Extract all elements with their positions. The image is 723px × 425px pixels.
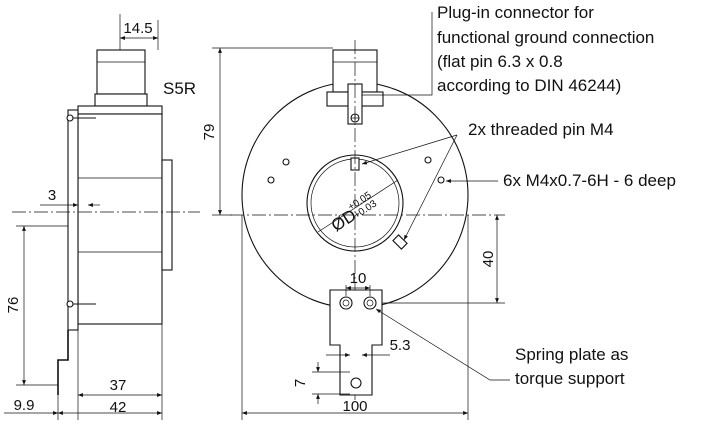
dim-7-label: 7 <box>292 379 309 387</box>
dim-10: 10 <box>345 270 371 296</box>
dim-37-label: 37 <box>110 377 127 394</box>
dim-3: 3 <box>40 187 100 207</box>
dim-42-label: 42 <box>110 399 127 416</box>
dim-5-3: 5.3 <box>326 337 411 357</box>
mounting-holes <box>267 156 445 184</box>
dim-5-3-label: 5.3 <box>390 337 411 354</box>
connector-type-label: S5R <box>163 79 196 98</box>
side-body <box>57 109 173 395</box>
dim-76: 76 <box>5 225 68 386</box>
callout-spring-line-2: torque support <box>515 369 625 388</box>
dim-100-label: 100 <box>342 398 367 415</box>
callout-connector-line-4: according to DIN 46244) <box>437 76 621 95</box>
dim-14-5: 14.5 <box>119 14 159 50</box>
dim-3-label: 3 <box>48 187 56 204</box>
dim-9-9-label: 9.9 <box>14 397 35 414</box>
threaded-pin-lower <box>392 234 408 250</box>
callout-connector-line-1: Plug-in connector for <box>437 3 594 22</box>
dim-40: 40 <box>382 215 505 304</box>
dim-14-5-label: 14.5 <box>123 20 152 37</box>
callout-connector-line-2: functional ground connection <box>437 28 654 47</box>
callout-spring-line-1: Spring plate as <box>515 345 628 364</box>
dim-10-label: 10 <box>350 270 367 287</box>
dim-79-label: 79 <box>201 124 218 141</box>
dim-100: 100 <box>241 215 469 420</box>
callout-connector: Plug-in connector for functional ground … <box>437 3 654 95</box>
dim-76-label: 76 <box>5 297 22 314</box>
dim-40-label: 40 <box>480 251 497 268</box>
callout-spring-plate: Spring plate as torque support <box>515 345 628 388</box>
dim-7: 7 <box>292 362 350 404</box>
callout-threaded-pin: 2x threaded pin M4 <box>468 120 614 139</box>
side-connector <box>77 49 163 115</box>
front-view: 79 40 10 5.3 7 <box>201 12 510 420</box>
callout-mounting-holes: 6x M4x0.7-6H - 6 deep <box>503 171 676 190</box>
leader-lines <box>361 12 510 381</box>
side-view: 14.5 S5R 3 76 37 42 9.9 <box>4 14 200 420</box>
dim-79: 79 <box>201 47 333 216</box>
spring-plate <box>329 289 383 396</box>
dim-bottom-side: 37 42 9.9 <box>4 324 163 420</box>
callout-connector-line-3: (flat pin 6.3 x 0.8 <box>437 52 563 71</box>
